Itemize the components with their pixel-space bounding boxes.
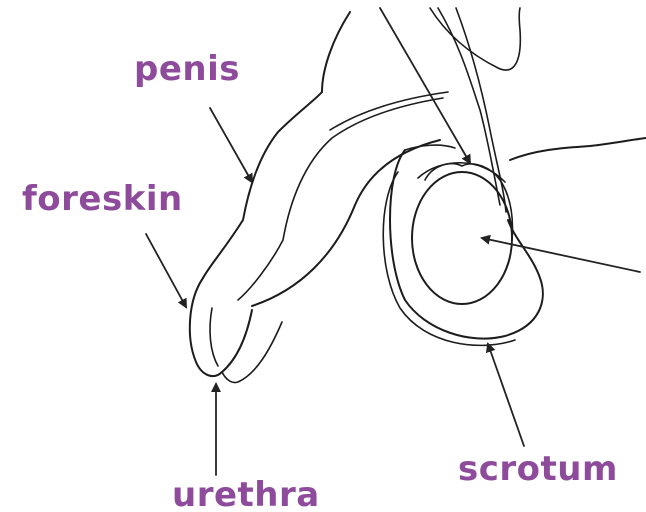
spermatic-cord-drawing bbox=[430, 8, 646, 212]
label-foreskin: foreskin bbox=[22, 179, 183, 219]
penis-pointer bbox=[210, 108, 252, 182]
epididymis-pointer bbox=[380, 8, 470, 163]
label-urethra: urethra bbox=[172, 475, 320, 512]
testis-drawing bbox=[412, 163, 513, 304]
scrotum-pointer bbox=[488, 344, 524, 446]
label-scrotum: scrotum bbox=[458, 449, 618, 489]
label-penis: penis bbox=[134, 49, 240, 89]
foreskin-pointer bbox=[146, 234, 186, 307]
testis-pointer bbox=[482, 238, 640, 272]
glans-drawing bbox=[190, 278, 282, 383]
